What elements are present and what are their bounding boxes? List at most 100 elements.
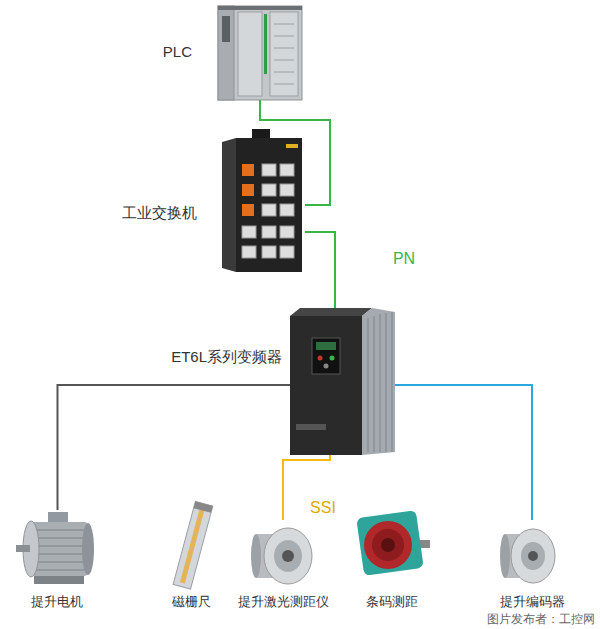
inverter-illustration <box>374 316 375 452</box>
device-box: 提升激光测距仪 <box>245 520 321 588</box>
encoder-illustration <box>511 529 555 583</box>
cable-line <box>395 385 532 520</box>
motor-illustration <box>82 523 94 575</box>
device-label: 条码测距 <box>366 594 418 610</box>
barcode-reader-illustration <box>356 510 430 576</box>
plc-illustration <box>218 6 302 100</box>
encoder-illustration <box>521 542 545 570</box>
device-label: 工业交换机 <box>122 204 197 222</box>
magnetic-scale-illustration <box>173 501 213 589</box>
laser-rangefinder-illustration <box>264 528 312 584</box>
switch-illustration <box>242 164 254 176</box>
encoder-illustration <box>500 534 510 578</box>
motor-illustration <box>36 554 86 555</box>
switch-illustration <box>242 226 256 238</box>
inverter-illustration <box>290 308 395 455</box>
switch-illustration <box>262 164 276 176</box>
inverter-illustration <box>368 318 369 452</box>
switch-illustration <box>280 246 294 258</box>
plc-illustration <box>218 6 302 100</box>
switch-illustration <box>242 246 256 258</box>
plc-illustration <box>274 48 294 49</box>
inverter-illustration <box>392 312 393 452</box>
motor-illustration <box>16 512 94 584</box>
inverter-illustration <box>330 356 335 361</box>
motor-illustration <box>36 546 86 547</box>
switch-illustration <box>262 226 276 238</box>
device-box: ET6L系列变频器 <box>290 308 395 455</box>
inverter-illustration <box>386 313 387 452</box>
barcode-reader-illustration <box>356 510 423 576</box>
inverter-illustration <box>362 308 395 455</box>
device-box: 磁栅尺 <box>172 500 214 588</box>
motor-illustration <box>36 538 86 539</box>
inverter-illustration <box>312 338 340 374</box>
motor-illustration <box>36 570 86 571</box>
inverter-illustration <box>290 316 362 455</box>
device-label: 提升激光测距仪 <box>238 594 329 610</box>
motor-illustration <box>34 576 84 584</box>
cable-line <box>58 385 291 510</box>
switch-illustration <box>262 204 276 216</box>
switch-illustration <box>222 138 236 272</box>
device-box: 提升电机 <box>15 510 100 588</box>
plc-illustration <box>274 60 294 61</box>
barcode-reader-illustration <box>364 521 412 569</box>
laser-rangefinder-illustration <box>251 528 312 584</box>
inverter-illustration <box>318 356 323 361</box>
plc-illustration <box>274 24 294 25</box>
inverter-illustration <box>316 342 336 350</box>
cable-line <box>260 100 330 205</box>
plc-illustration <box>218 6 234 100</box>
switch-illustration <box>252 129 270 139</box>
device-box: 条码测距 <box>352 508 428 588</box>
barcode-reader-illustration <box>372 529 404 561</box>
device-box: 提升编码器 <box>500 520 564 588</box>
device-box: PLC <box>218 5 302 100</box>
switch-illustration <box>242 184 254 196</box>
inverter-illustration <box>324 364 329 369</box>
bus-label: PN <box>391 249 417 268</box>
plc-illustration <box>264 14 267 74</box>
encoder-illustration <box>500 529 555 583</box>
switch-illustration <box>280 164 294 176</box>
switch-illustration <box>286 144 298 148</box>
device-label: 提升编码器 <box>500 594 565 610</box>
inverter-illustration <box>290 308 372 316</box>
device-label: ET6L系列变频器 <box>171 348 282 366</box>
plc-illustration <box>274 36 294 37</box>
magnetic-scale-illustration <box>194 501 213 512</box>
plc-illustration <box>222 16 230 42</box>
motor-illustration <box>16 545 30 552</box>
switch-illustration <box>242 204 254 216</box>
inverter-illustration <box>296 424 326 430</box>
plc-illustration <box>238 12 262 96</box>
switch-illustration <box>222 129 302 272</box>
inverter-illustration <box>380 314 381 452</box>
magnetic-scale-illustration <box>173 501 213 589</box>
device-label: PLC <box>163 43 192 61</box>
laser-rangefinder-illustration <box>274 540 302 572</box>
watermark: 图片发布者：工控网 <box>487 612 595 626</box>
plc-illustration <box>270 12 298 96</box>
encoder-illustration <box>528 551 538 561</box>
plc-illustration <box>274 72 294 73</box>
bus-label: SSI <box>308 498 338 517</box>
laser-rangefinder-illustration <box>251 534 261 578</box>
motor-illustration <box>36 562 86 563</box>
switch-illustration <box>236 138 302 272</box>
switch-illustration <box>280 204 294 216</box>
motor-illustration <box>36 530 86 531</box>
switch-illustration <box>262 184 276 196</box>
magnetic-scale-illustration <box>180 509 204 584</box>
plc-illustration <box>218 6 302 10</box>
switch-illustration <box>262 246 276 258</box>
device-box: 工业交换机 <box>218 133 305 272</box>
switch-illustration <box>280 226 294 238</box>
cable-line <box>305 232 335 308</box>
laser-rangefinder-illustration <box>282 550 294 562</box>
switch-illustration <box>280 184 294 196</box>
